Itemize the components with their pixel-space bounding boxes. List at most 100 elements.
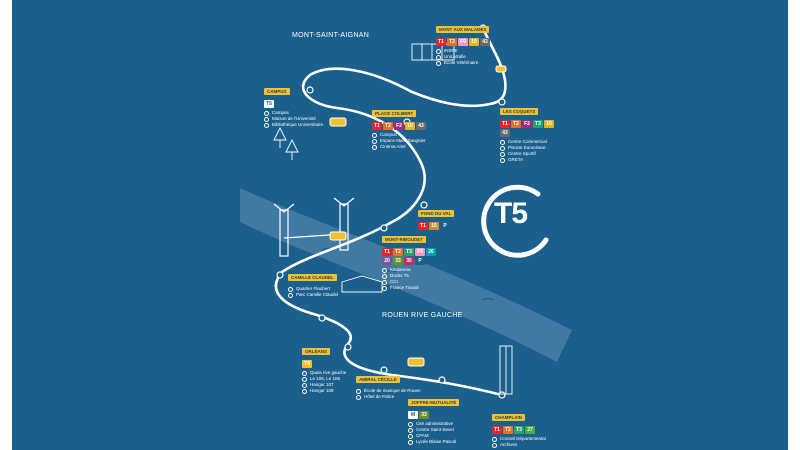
- line-badge: P: [440, 222, 450, 230]
- stop-name-label: ORLÉANS: [302, 348, 331, 355]
- poi-item: Espace Marc Sangnier: [372, 138, 426, 144]
- poi-item: Cinéma Ariel: [372, 144, 426, 150]
- poi-item: Centre Saint-Sever: [408, 427, 459, 433]
- t5-logo-text: T5: [494, 197, 528, 230]
- poi-item: Archives: [492, 442, 546, 448]
- poi-item: Hôtel de Police: [356, 394, 421, 400]
- stop-marker-joffre-mutualite: [438, 376, 446, 384]
- poi-item: Conseil Départemental: [492, 436, 546, 442]
- line-badge: 33: [419, 411, 429, 419]
- line-badge: F9: [415, 248, 425, 256]
- poi-item: France Travail: [382, 285, 442, 291]
- line-badge: 43: [480, 38, 490, 46]
- tower-illustration: [499, 345, 513, 395]
- poi-item: Cité administrative: [408, 421, 459, 427]
- poi-item: Docks 76: [382, 273, 442, 279]
- line-badge: 10: [544, 120, 554, 128]
- line-badge: F9: [458, 38, 468, 46]
- t5-route-map: MONT-SAINT-AIGNAN ROUEN RIVE GAUCHE T5 M…: [12, 0, 788, 450]
- stop-name-label: FOND DU VAL: [418, 210, 455, 217]
- line-badge: 27: [525, 426, 535, 434]
- area-label-north: MONT-SAINT-AIGNAN: [292, 32, 370, 39]
- line-badge: T5: [264, 100, 274, 108]
- poi-item: Parc Camille Claudel: [288, 292, 338, 298]
- poi-item: Campus: [264, 110, 323, 116]
- line-badge: T3: [404, 248, 414, 256]
- line-badge: T1: [372, 122, 382, 130]
- stop-name-label: JOFFRE-MUTUALITÉ: [408, 399, 460, 406]
- stop-marker-mont-riboudet: [380, 224, 388, 232]
- stop-name-label: MONT-RIBOUDET: [382, 236, 426, 243]
- line-badge: 35: [404, 257, 414, 265]
- stop-marker-camille-claudel: [276, 271, 284, 279]
- stop-name-label: CAMPUS: [264, 88, 290, 95]
- poi-item: École de musique de Rouen: [356, 388, 421, 394]
- stop-marker-campus: [306, 86, 314, 94]
- line-badges: T5: [264, 100, 323, 108]
- line-badge: T2: [511, 120, 521, 128]
- poi-item: INSPE: [436, 48, 490, 54]
- line-badge: T2: [393, 248, 403, 256]
- line-badge: 33: [393, 257, 403, 265]
- line-badge: T1: [492, 426, 502, 434]
- poi-item: École Vétérinaire: [436, 60, 490, 66]
- line-badge: 20: [382, 257, 392, 265]
- area-label-south: ROUEN RIVE GAUCHE: [382, 312, 463, 319]
- line-badge: T3: [533, 120, 543, 128]
- line-badge: 26: [426, 248, 436, 256]
- poi-item: Campus: [372, 132, 426, 138]
- line-badge: T2: [383, 122, 393, 130]
- line-badge: T4: [302, 360, 312, 368]
- line-badge: T2: [503, 426, 513, 434]
- poi-item: Quais rive gauche: [302, 370, 346, 376]
- stop-name-label: LES COQUETS: [500, 108, 539, 115]
- stop-name-label: AMIRAL CÉCILLE: [356, 376, 400, 383]
- trees-illustration: [273, 126, 299, 160]
- t5-logo-ring: [481, 184, 549, 258]
- line-badge: T2: [447, 38, 457, 46]
- line-badge: 43: [500, 129, 510, 137]
- line-badge: F2: [394, 122, 404, 130]
- line-badge: M: [408, 411, 418, 419]
- line-badge: T1: [436, 38, 446, 46]
- poi-item: Lycée Blaise Pascal: [408, 439, 459, 445]
- poi-item: Piscine Eurocéane: [500, 145, 560, 151]
- line-badge: 10: [405, 122, 415, 130]
- poi-item: Hangar 107: [302, 382, 346, 388]
- stop-marker-les-coquets: [498, 98, 506, 106]
- poi-item: Le 105, Le 106: [302, 376, 346, 382]
- line-badge: T1: [418, 222, 428, 230]
- mascot-illustration: [329, 65, 507, 367]
- stop-marker-orleans: [344, 343, 352, 351]
- poi-item: Quartier Flaubert: [288, 286, 338, 292]
- line-badge: T1: [500, 120, 510, 128]
- stop-name-label: MONT AUX MALADES: [436, 26, 490, 33]
- poi-item: CCI: [382, 279, 442, 285]
- line-badge: 10: [469, 38, 479, 46]
- poi-item: Centre Commercial: [500, 139, 560, 145]
- line-badge: 15: [429, 222, 439, 230]
- stop-marker-champlain: [498, 391, 506, 399]
